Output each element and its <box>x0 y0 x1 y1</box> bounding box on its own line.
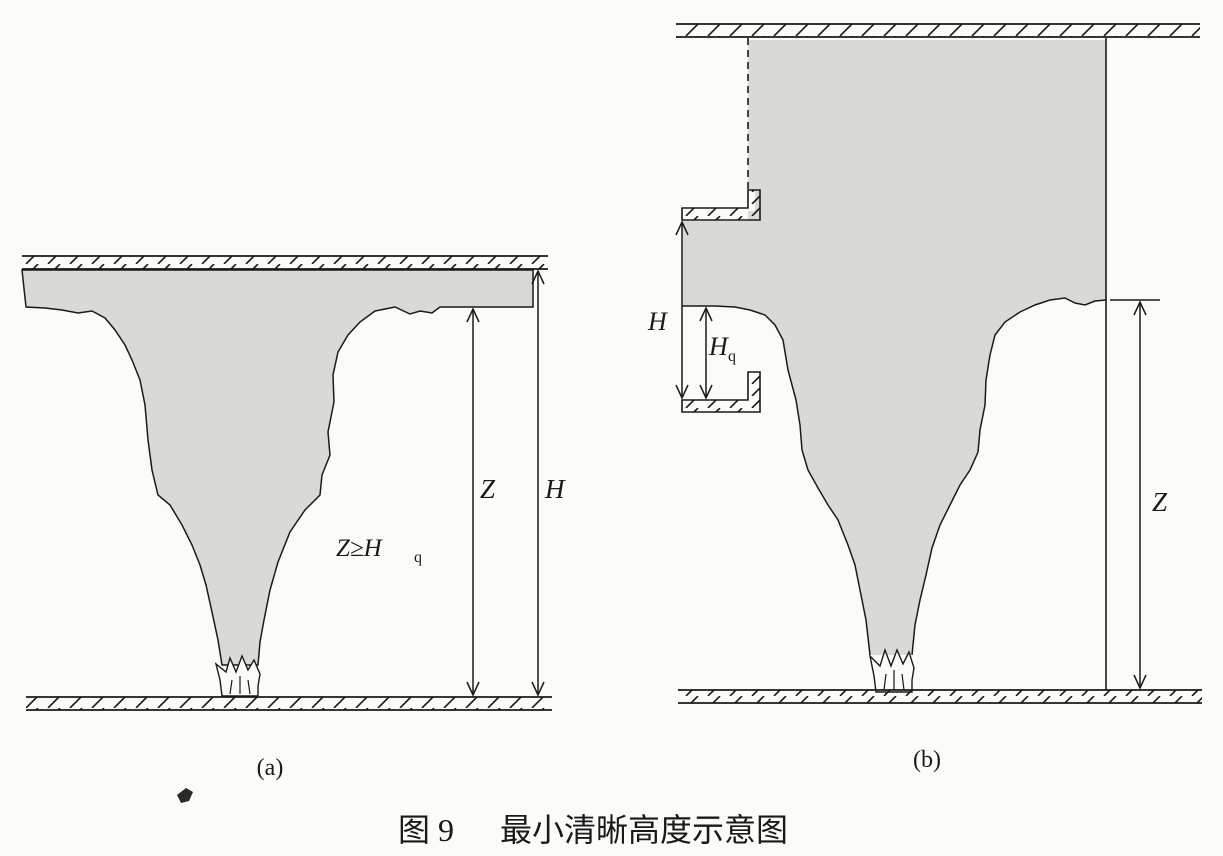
ink-speck <box>177 788 193 803</box>
panel-b-ceiling <box>676 24 1200 37</box>
panel-a-smoke <box>21 269 534 666</box>
panel-a: Z H Z≥H q (a) <box>21 255 566 781</box>
panel-b: H H q Z (b) <box>647 23 1202 773</box>
panel-a-ceiling <box>22 256 548 269</box>
panel-b-smoke <box>682 40 1106 655</box>
figure-caption-number: 图 9 <box>398 812 454 848</box>
panel-a-condition: Z≥H <box>336 535 384 562</box>
panel-b-label-H: H <box>647 307 668 336</box>
panel-b-dim-H <box>675 220 689 400</box>
panel-b-dim-Hq <box>699 306 713 400</box>
panel-a-condition-sub: q <box>414 549 422 566</box>
panel-a-dim-H <box>531 269 545 697</box>
panel-a-dim-Z <box>466 307 480 697</box>
panel-b-dim-Z <box>1110 299 1160 690</box>
panel-b-opening-upper <box>681 189 761 221</box>
panel-a-label-Z: Z <box>480 474 496 504</box>
panel-b-flame <box>868 647 915 693</box>
panel-b-label: (b) <box>913 747 941 773</box>
panel-a-label-H: H <box>544 474 566 504</box>
panel-a-label: (a) <box>257 755 284 781</box>
figure-caption-text: 最小清晰高度示意图 <box>500 812 788 848</box>
panel-b-label-Hq: H <box>708 332 729 361</box>
panel-b-label-Z: Z <box>1152 487 1168 517</box>
panel-b-floor <box>678 690 1202 703</box>
panel-b-opening-lower <box>681 371 761 413</box>
panel-a-floor <box>26 697 552 710</box>
panel-b-label-Hq-sub: q <box>728 348 736 365</box>
